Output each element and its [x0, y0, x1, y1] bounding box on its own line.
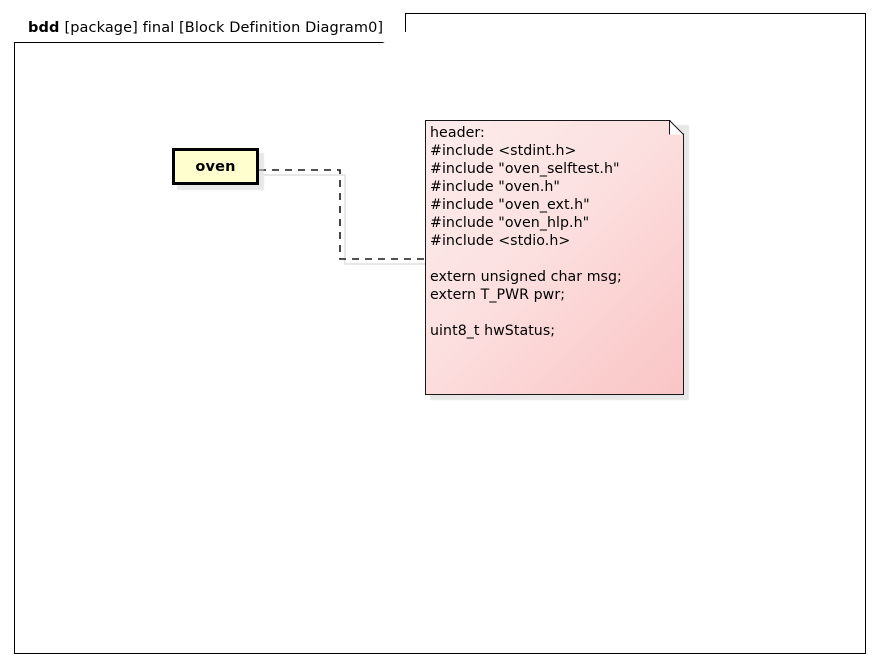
- note-fold-corner-icon: [669, 120, 684, 135]
- note-header-text: header: #include <stdint.h> #include "ov…: [430, 125, 622, 339]
- frame-title-label: [package] final [Block Definition Diagra…: [64, 19, 384, 36]
- note-header-body: [425, 120, 684, 395]
- diagram-frame-border: [14, 13, 866, 654]
- frame-title-kind: bdd: [28, 19, 60, 36]
- note-header[interactable]: header: #include <stdint.h> #include "ov…: [425, 120, 684, 395]
- block-oven-label: oven: [195, 158, 236, 175]
- diagram-frame-title-tab: bdd [package] final [Block Definition Di…: [14, 13, 407, 43]
- block-oven[interactable]: oven: [172, 148, 259, 185]
